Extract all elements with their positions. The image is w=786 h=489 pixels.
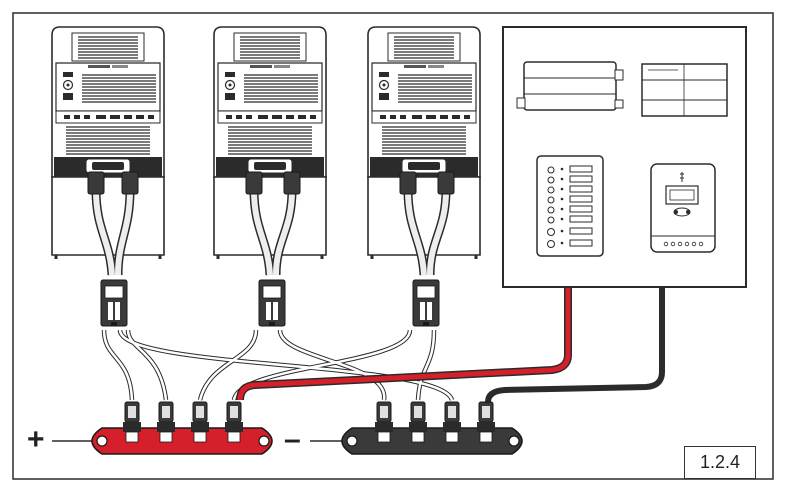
battery-charger-icon (641, 63, 728, 117)
connector-1 (100, 279, 128, 327)
connector-3 (412, 279, 440, 327)
negative-busbar (341, 401, 523, 455)
switch-panel-icon (536, 155, 604, 257)
inverter-icon (516, 61, 624, 111)
positive-busbar (91, 401, 273, 455)
power-station-1 (50, 25, 166, 261)
charge-controller-icon (650, 163, 716, 253)
load-panel (502, 26, 747, 288)
negative-label: – (284, 423, 301, 456)
power-station-2 (212, 25, 328, 261)
negative-cable (485, 287, 665, 403)
connector-2 (258, 279, 286, 327)
figure-number: 1.2.4 (684, 446, 756, 479)
power-station-3 (366, 25, 482, 261)
positive-label: + (27, 423, 45, 456)
positive-cable (237, 287, 571, 401)
